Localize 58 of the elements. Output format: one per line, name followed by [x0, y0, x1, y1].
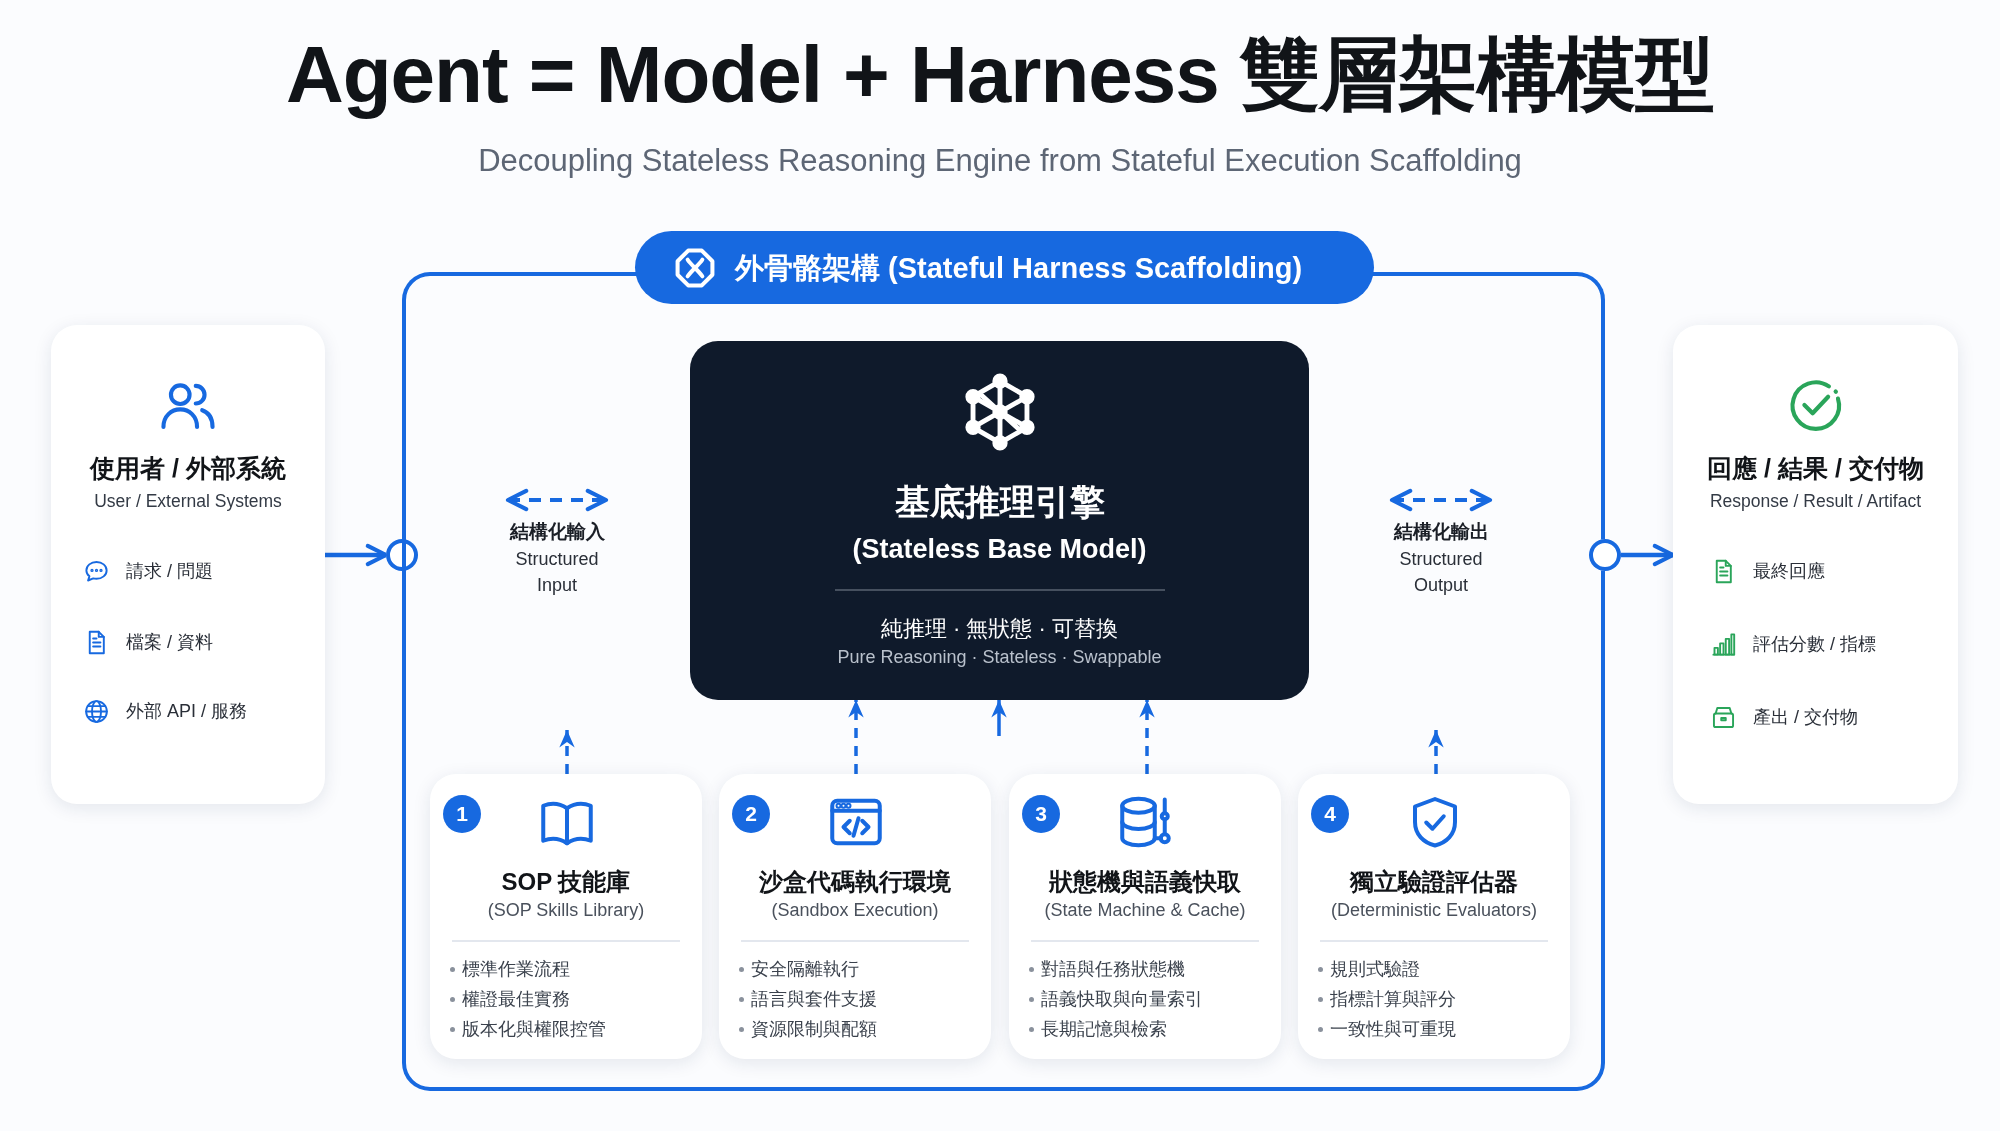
list-item: 安全隔離執行 [751, 958, 860, 981]
input-card [51, 325, 325, 804]
list-item: 產出 / 交付物 [1753, 706, 1859, 729]
module-card [719, 774, 991, 1059]
header-title: 外骨骼架構 (Stateful Harness Scaffolding) [735, 251, 1304, 286]
card-subtitle: (State Machine & Cache) [1043, 900, 1247, 921]
number-badge: 1 [443, 795, 481, 833]
list-item: 規則式驗證 [1330, 958, 1421, 981]
number-badge: 4 [1311, 795, 1349, 833]
list-item: 外部 API / 服務 [126, 700, 249, 723]
list-item: 最終回應 [1753, 560, 1826, 583]
card-subtitle: (SOP Skills Library) [486, 900, 646, 921]
card-title: SOP 技能庫 [500, 867, 632, 897]
number-badge: 2 [732, 795, 770, 833]
list-item: 評估分數 / 指標 [1753, 633, 1877, 656]
model-subtitle: (Stateless Base Model) [851, 534, 1148, 565]
card-subtitle: User / External Systems [93, 491, 283, 512]
arrow [559, 730, 575, 774]
arrow [848, 700, 864, 774]
arrow [991, 700, 1007, 736]
flow-label: Structured Output [1398, 548, 1484, 597]
arrow [1139, 700, 1155, 774]
list-item: 版本化與權限控管 [462, 1018, 607, 1041]
model-box [690, 341, 1309, 700]
flow-label: 結構化輸出 [1392, 520, 1490, 544]
list-item: 權證最佳實務 [462, 988, 571, 1011]
title: Agent = Model + Harness 雙層架構模型 [284, 29, 1715, 121]
output-card [1673, 325, 1958, 804]
list-item: 長期記憶與檢索 [1041, 1018, 1168, 1041]
list-item: 請求 / 問題 [126, 560, 214, 583]
arrow [1428, 730, 1444, 774]
card-title: 沙盒代碼執行環境 [758, 867, 952, 897]
card-title: 使用者 / 外部系統 [88, 453, 287, 484]
module-card [1298, 774, 1570, 1059]
card-title: 狀態機與語義快取 [1048, 867, 1242, 897]
list-item: 標準作業流程 [462, 958, 571, 981]
list-item: 語義快取與向量索引 [1041, 988, 1204, 1011]
subtitle: Decoupling Stateless Reasoning Engine from Stateful Execution Scaffolding [477, 143, 1523, 179]
list-item: 語言與套件支援 [751, 988, 878, 1011]
list-item: 對語與任務狀態機 [1041, 958, 1186, 981]
card-subtitle: Response / Result / Artifact [1708, 491, 1923, 512]
model-traits: 純推理 · 無狀態 · 可替換 [879, 615, 1120, 643]
card-subtitle: (Sandbox Execution) [770, 900, 940, 921]
port-circle [1589, 539, 1621, 571]
model-title: 基底推理引擎 [893, 481, 1106, 523]
list-item: 指標計算與評分 [1330, 988, 1457, 1011]
list-item: 一致性與可重現 [1330, 1018, 1457, 1041]
card-subtitle: (Deterministic Evaluators) [1329, 900, 1539, 921]
flow-label: 結構化輸入 [508, 520, 606, 544]
card-title: 獨立驗證評估器 [1348, 867, 1519, 897]
model-traits-english: Pure Reasoning · Stateless · Swappable [836, 647, 1163, 668]
list-item: 資源限制與配額 [751, 1018, 878, 1041]
module-card [1009, 774, 1281, 1059]
list-item: 檔案 / 資料 [126, 631, 214, 654]
flow-label: Structured Input [514, 548, 600, 597]
card-title: 回應 / 結果 / 交付物 [1706, 453, 1925, 484]
number-badge: 3 [1022, 795, 1060, 833]
module-card [430, 774, 702, 1059]
